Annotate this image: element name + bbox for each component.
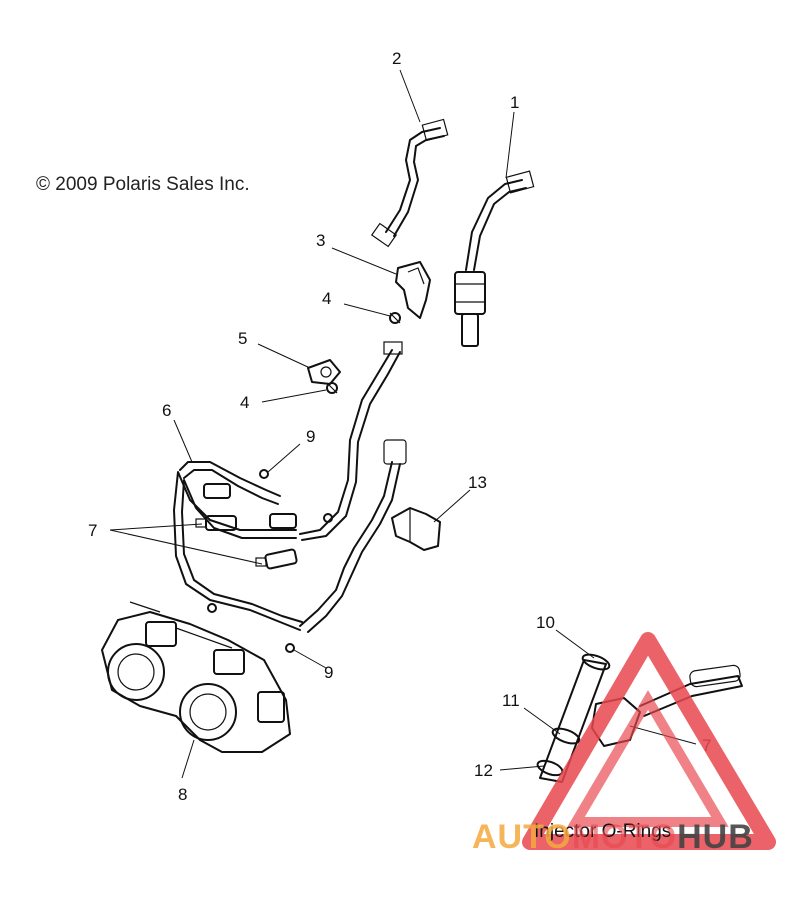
callout-4-upper: 4 <box>322 289 331 308</box>
throttle-body <box>101 601 291 753</box>
callout-6: 6 <box>162 401 171 420</box>
callout-11: 11 <box>502 691 520 710</box>
injector-caption: Injector O-Rings <box>534 821 671 842</box>
callout-7-left: 7 <box>88 521 97 540</box>
callout-4-lower: 4 <box>240 393 249 412</box>
callout-9-upper: 9 <box>306 427 315 446</box>
screw-lower <box>285 643 295 653</box>
callout-13: 13 <box>468 473 487 492</box>
callout-5: 5 <box>238 329 247 348</box>
bolt-upper <box>389 312 401 324</box>
injector-b <box>255 548 298 570</box>
fuel-rail-hose <box>173 341 407 633</box>
callout-2: 2 <box>392 49 401 68</box>
screw-upper <box>259 469 269 479</box>
watermark-logo <box>522 632 776 850</box>
fuel-hose-filter <box>454 170 535 347</box>
callout-10: 10 <box>536 613 555 632</box>
watermark-triangle <box>522 632 776 850</box>
callout-labels: 1 2 3 4 4 5 6 7 7 8 9 9 10 11 12 13 <box>88 49 711 804</box>
fuel-hose-upper <box>370 118 449 248</box>
callout-3: 3 <box>316 231 325 250</box>
injector-c <box>203 483 297 529</box>
callout-12: 12 <box>474 761 493 780</box>
callout-8: 8 <box>178 785 187 804</box>
hose-clip <box>391 507 441 551</box>
callout-9-lower: 9 <box>324 663 333 682</box>
bracket <box>395 261 431 319</box>
copyright-text: © 2009 Polaris Sales Inc. <box>36 174 250 195</box>
hose-clamp <box>307 359 341 385</box>
callout-lines <box>109 69 697 779</box>
watermark-text: AUTOMOTOHUB <box>472 818 754 856</box>
screw-mid <box>207 513 333 613</box>
callout-1: 1 <box>510 93 519 112</box>
injector-a <box>195 515 237 531</box>
